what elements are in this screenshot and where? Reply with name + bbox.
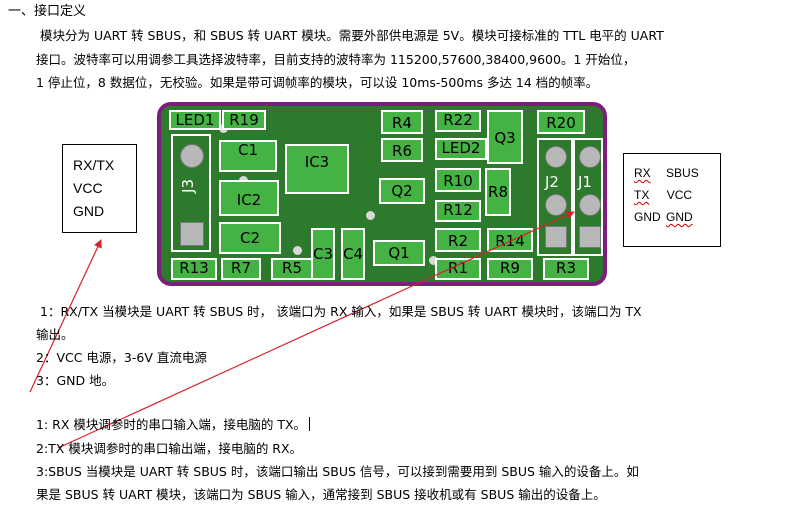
port-note-2: 2：VCC 电源，3-6V 直流电源 — [36, 350, 207, 365]
pad — [579, 146, 601, 168]
right-pin-box: RX SBUS TX VCC GND GND — [623, 153, 721, 247]
component-r12: R12 — [435, 200, 481, 222]
left-pin-3: GND — [73, 203, 105, 219]
right-pin-1b: SBUS — [666, 166, 699, 180]
pin-note-1-text: 1: RX 模块调参时的串口输入端，接电脑的 TX。 — [36, 417, 307, 432]
component-c1: C1 — [219, 140, 277, 172]
pad — [545, 226, 567, 248]
pad — [579, 226, 601, 248]
pin-note-3: 3:SBUS 当模块是 UART 转 SBUS 时，该端口输出 SBUS 信号，… — [36, 464, 639, 479]
j3-label: J3 — [178, 179, 197, 193]
port-note-1-cont: 输出。 — [36, 327, 74, 342]
component-ic2: IC2 — [219, 180, 279, 216]
section-heading: 一、接口定义 — [8, 4, 87, 19]
via-hole — [366, 211, 375, 220]
intro-line-3: 1 停止位，8 数据位，无校验。如果是带可调帧率的模块，可以设 10ms-500… — [36, 75, 599, 90]
component-q2: Q2 — [379, 178, 425, 204]
component-r1: R1 — [435, 258, 481, 280]
component-r19: R19 — [222, 110, 266, 130]
component-q3: Q3 — [487, 110, 523, 164]
component-q1: Q1 — [373, 240, 425, 266]
component-r13: R13 — [171, 258, 217, 280]
pin-note-3-cont: 果是 SBUS 转 UART 模块，该端口为 SBUS 输入，通常接到 SBUS… — [36, 487, 606, 502]
text-cursor — [309, 417, 311, 431]
right-pin-2a: TX — [634, 188, 650, 202]
intro-line-2: 接口。波特率可以用调参工具选择波特率，目前支持的波特率为 115200,5760… — [36, 52, 636, 67]
pad — [180, 222, 204, 246]
intro-line-1: 模块分为 UART 转 SBUS，和 SBUS 转 UART 模块。需要外部供电… — [40, 28, 664, 43]
component-c2: C2 — [219, 222, 281, 254]
component-r3: R3 — [543, 258, 589, 280]
pad — [545, 194, 567, 216]
port-note-3: 3：GND 地。 — [36, 373, 115, 388]
component-led1: LED1 — [169, 110, 221, 130]
left-pin-2: VCC — [73, 180, 103, 196]
component-c4: C4 — [341, 228, 365, 280]
component-r10: R10 — [435, 168, 481, 192]
right-pin-3b: GND — [666, 210, 693, 224]
component-r22: R22 — [435, 110, 481, 132]
pad — [180, 144, 204, 168]
j2-label: J2 — [545, 173, 559, 191]
component-j3: J3 — [171, 134, 211, 252]
via-hole — [293, 246, 302, 255]
component-ic3: IC3 — [285, 144, 349, 194]
pin-note-1: 1: RX 模块调参时的串口输入端，接电脑的 TX。 — [36, 416, 311, 434]
left-pin-box: RX/TX VCC GND — [62, 144, 137, 233]
j1-label: J1 — [578, 173, 592, 191]
pcb-board: LED1 R19 J3 C1 IC3 IC2 C2 R13 R7 R5 C3 C… — [157, 102, 607, 286]
pad — [545, 146, 567, 168]
component-r5: R5 — [271, 258, 313, 280]
component-r9: R9 — [487, 258, 533, 280]
pin-note-2: 2:TX 模块调参时的串口输出端，接电脑的 RX。 — [36, 441, 303, 456]
right-pin-2b: VCC — [666, 188, 693, 202]
component-r14: R14 — [487, 228, 533, 252]
right-pin-row-1: RX SBUS — [634, 166, 699, 180]
left-pin-1: RX/TX — [73, 157, 115, 173]
right-pin-row-2: TX VCC — [634, 188, 692, 202]
component-j1: J1 — [573, 138, 603, 256]
component-j2: J2 — [537, 138, 573, 256]
right-pin-1a: RX — [634, 166, 651, 180]
right-pin-row-3: GND GND — [634, 210, 693, 224]
right-pin-3a: GND — [634, 210, 661, 224]
component-r8-vertical: R8 — [485, 168, 511, 216]
component-r20: R20 — [537, 110, 585, 134]
component-c3: C3 — [311, 228, 335, 280]
component-led2: LED2 — [435, 138, 487, 160]
pad — [579, 194, 601, 216]
component-r4: R4 — [381, 110, 423, 134]
component-r6: R6 — [381, 138, 423, 162]
component-r2: R2 — [435, 228, 481, 252]
component-r7: R7 — [221, 258, 261, 280]
port-note-1: 1：RX/TX 当模块是 UART 转 SBUS 时， 该端口为 RX 输入，如… — [40, 304, 642, 319]
